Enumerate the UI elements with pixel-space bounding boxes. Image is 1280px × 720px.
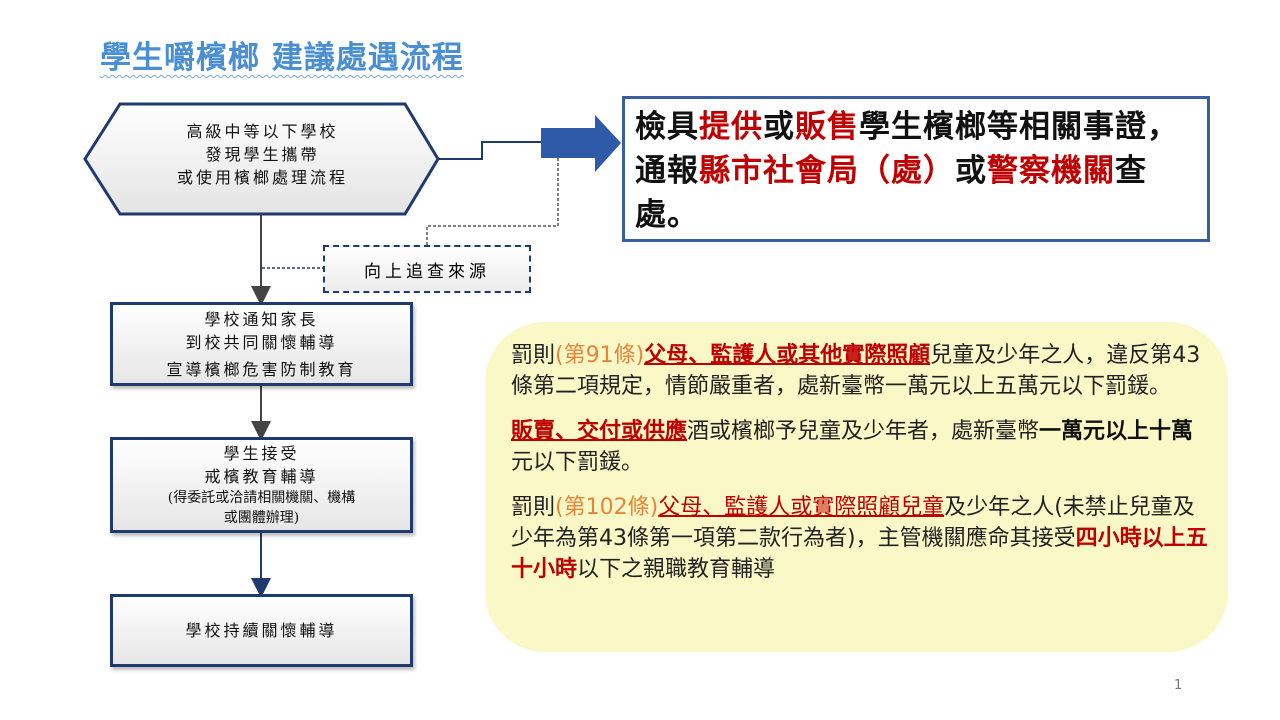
report-text: 或 — [955, 153, 987, 189]
body: 酒或檳榔予兒童及少年者，處新臺幣 — [687, 419, 1040, 444]
body: 元以下罰鍰。 — [511, 450, 644, 475]
article-ref: (第102條) — [555, 495, 659, 520]
highlight: 父母、監護人或其他實際照顧 — [644, 343, 931, 368]
penalty-sale: 販賣、交付或供應酒或檳榔予兒童及少年者，處新臺幣一萬元以上十萬元以下罰鍰。 — [511, 416, 1208, 478]
report-text: 查處。 — [635, 153, 1147, 233]
dashed-connector-trace — [426, 158, 559, 245]
body: 及少年之人(未禁止兒童及少年為第43條第一項第二款行為者)，主管機關應命其接受 — [511, 495, 1195, 551]
penalty-article-91: 罰則(第91條)父母、監護人或其他實際照顧兒童及少年之人，違反第43條第二項規定… — [511, 340, 1208, 402]
hours: 四小時以上五十小時 — [511, 526, 1208, 582]
start-node-text: 高級中等以下學校 發現學生攜帶 或使用檳榔處理流程 — [90, 120, 435, 189]
report-box: 檢具提供或販售學生檳榔等相關事證，通報縣市社會局（處）或警察機關查處。 — [622, 96, 1210, 242]
start-line-2: 發現學生攜帶 — [205, 145, 320, 164]
slide-title: 學生嚼檳榔 建議處遇流程 — [100, 40, 464, 76]
report-highlight: 縣市社會局（處） — [699, 153, 955, 189]
notify-parents-node: 學校通知家長 到校共同關懷輔導 宣導檳榔危害防制教育 — [110, 302, 413, 386]
trace-source-node: 向上追查來源 — [323, 245, 531, 293]
report-text: 學生檳榔等相關事證，通報 — [635, 109, 1179, 189]
amount: 一萬元以上十萬 — [1039, 419, 1194, 444]
body: 以下之親職教育輔導 — [577, 557, 776, 582]
report-text: 檢具 — [635, 109, 699, 145]
label: 罰則 — [511, 343, 556, 368]
step3-line-2: 戒檳教育輔導 — [204, 467, 319, 486]
penalty-article-102: 罰則(第102條)父母、監護人或實際照顧兒童及少年之人(未禁止兒童及少年為第43… — [511, 492, 1208, 585]
highlight: 販賣、交付或供應 — [511, 419, 688, 444]
step2-line-3: 宣導檳榔危害防制教育 — [166, 359, 357, 379]
report-highlight: 提供 — [699, 109, 763, 145]
start-line-3: 或使用檳榔處理流程 — [176, 168, 348, 187]
step2-line-1: 學校通知家長 — [204, 309, 319, 329]
step3-line-3: (得委託或洽請相關機關、機構 — [167, 490, 356, 506]
penalty-panel: 罰則(第91條)父母、監護人或其他實際照顧兒童及少年之人，違反第43條第二項規定… — [485, 322, 1228, 652]
report-highlight: 販售 — [795, 109, 859, 145]
start-line-1: 高級中等以下學校 — [186, 122, 339, 141]
counseling-node: 學生接受 戒檳教育輔導 (得委託或洽請相關機關、機構 或團體辦理) — [110, 437, 413, 533]
step3-line-1: 學生接受 — [223, 444, 300, 463]
step3-line-4: 或團體辦理) — [223, 510, 300, 526]
continued-care-node: 學校持續關懷輔導 — [110, 594, 413, 667]
highlight: 父母、監護人或實際照顧兒童 — [658, 495, 945, 520]
start-hexagon — [83, 102, 440, 216]
page-number: 1 — [1174, 678, 1183, 693]
report-highlight: 警察機關 — [987, 153, 1115, 189]
label: 罰則 — [511, 495, 556, 520]
block-arrow-icon — [541, 115, 621, 172]
body: 兒童及少年之人，違反第43條第二項規定，情節嚴重者，處新臺幣一萬元以上五萬元以下… — [511, 343, 1201, 399]
connector-to-arrow — [438, 141, 545, 160]
report-text: 或 — [763, 109, 795, 145]
step2-line-2: 到校共同關懷輔導 — [185, 332, 338, 352]
article-ref: (第91條) — [555, 343, 645, 368]
